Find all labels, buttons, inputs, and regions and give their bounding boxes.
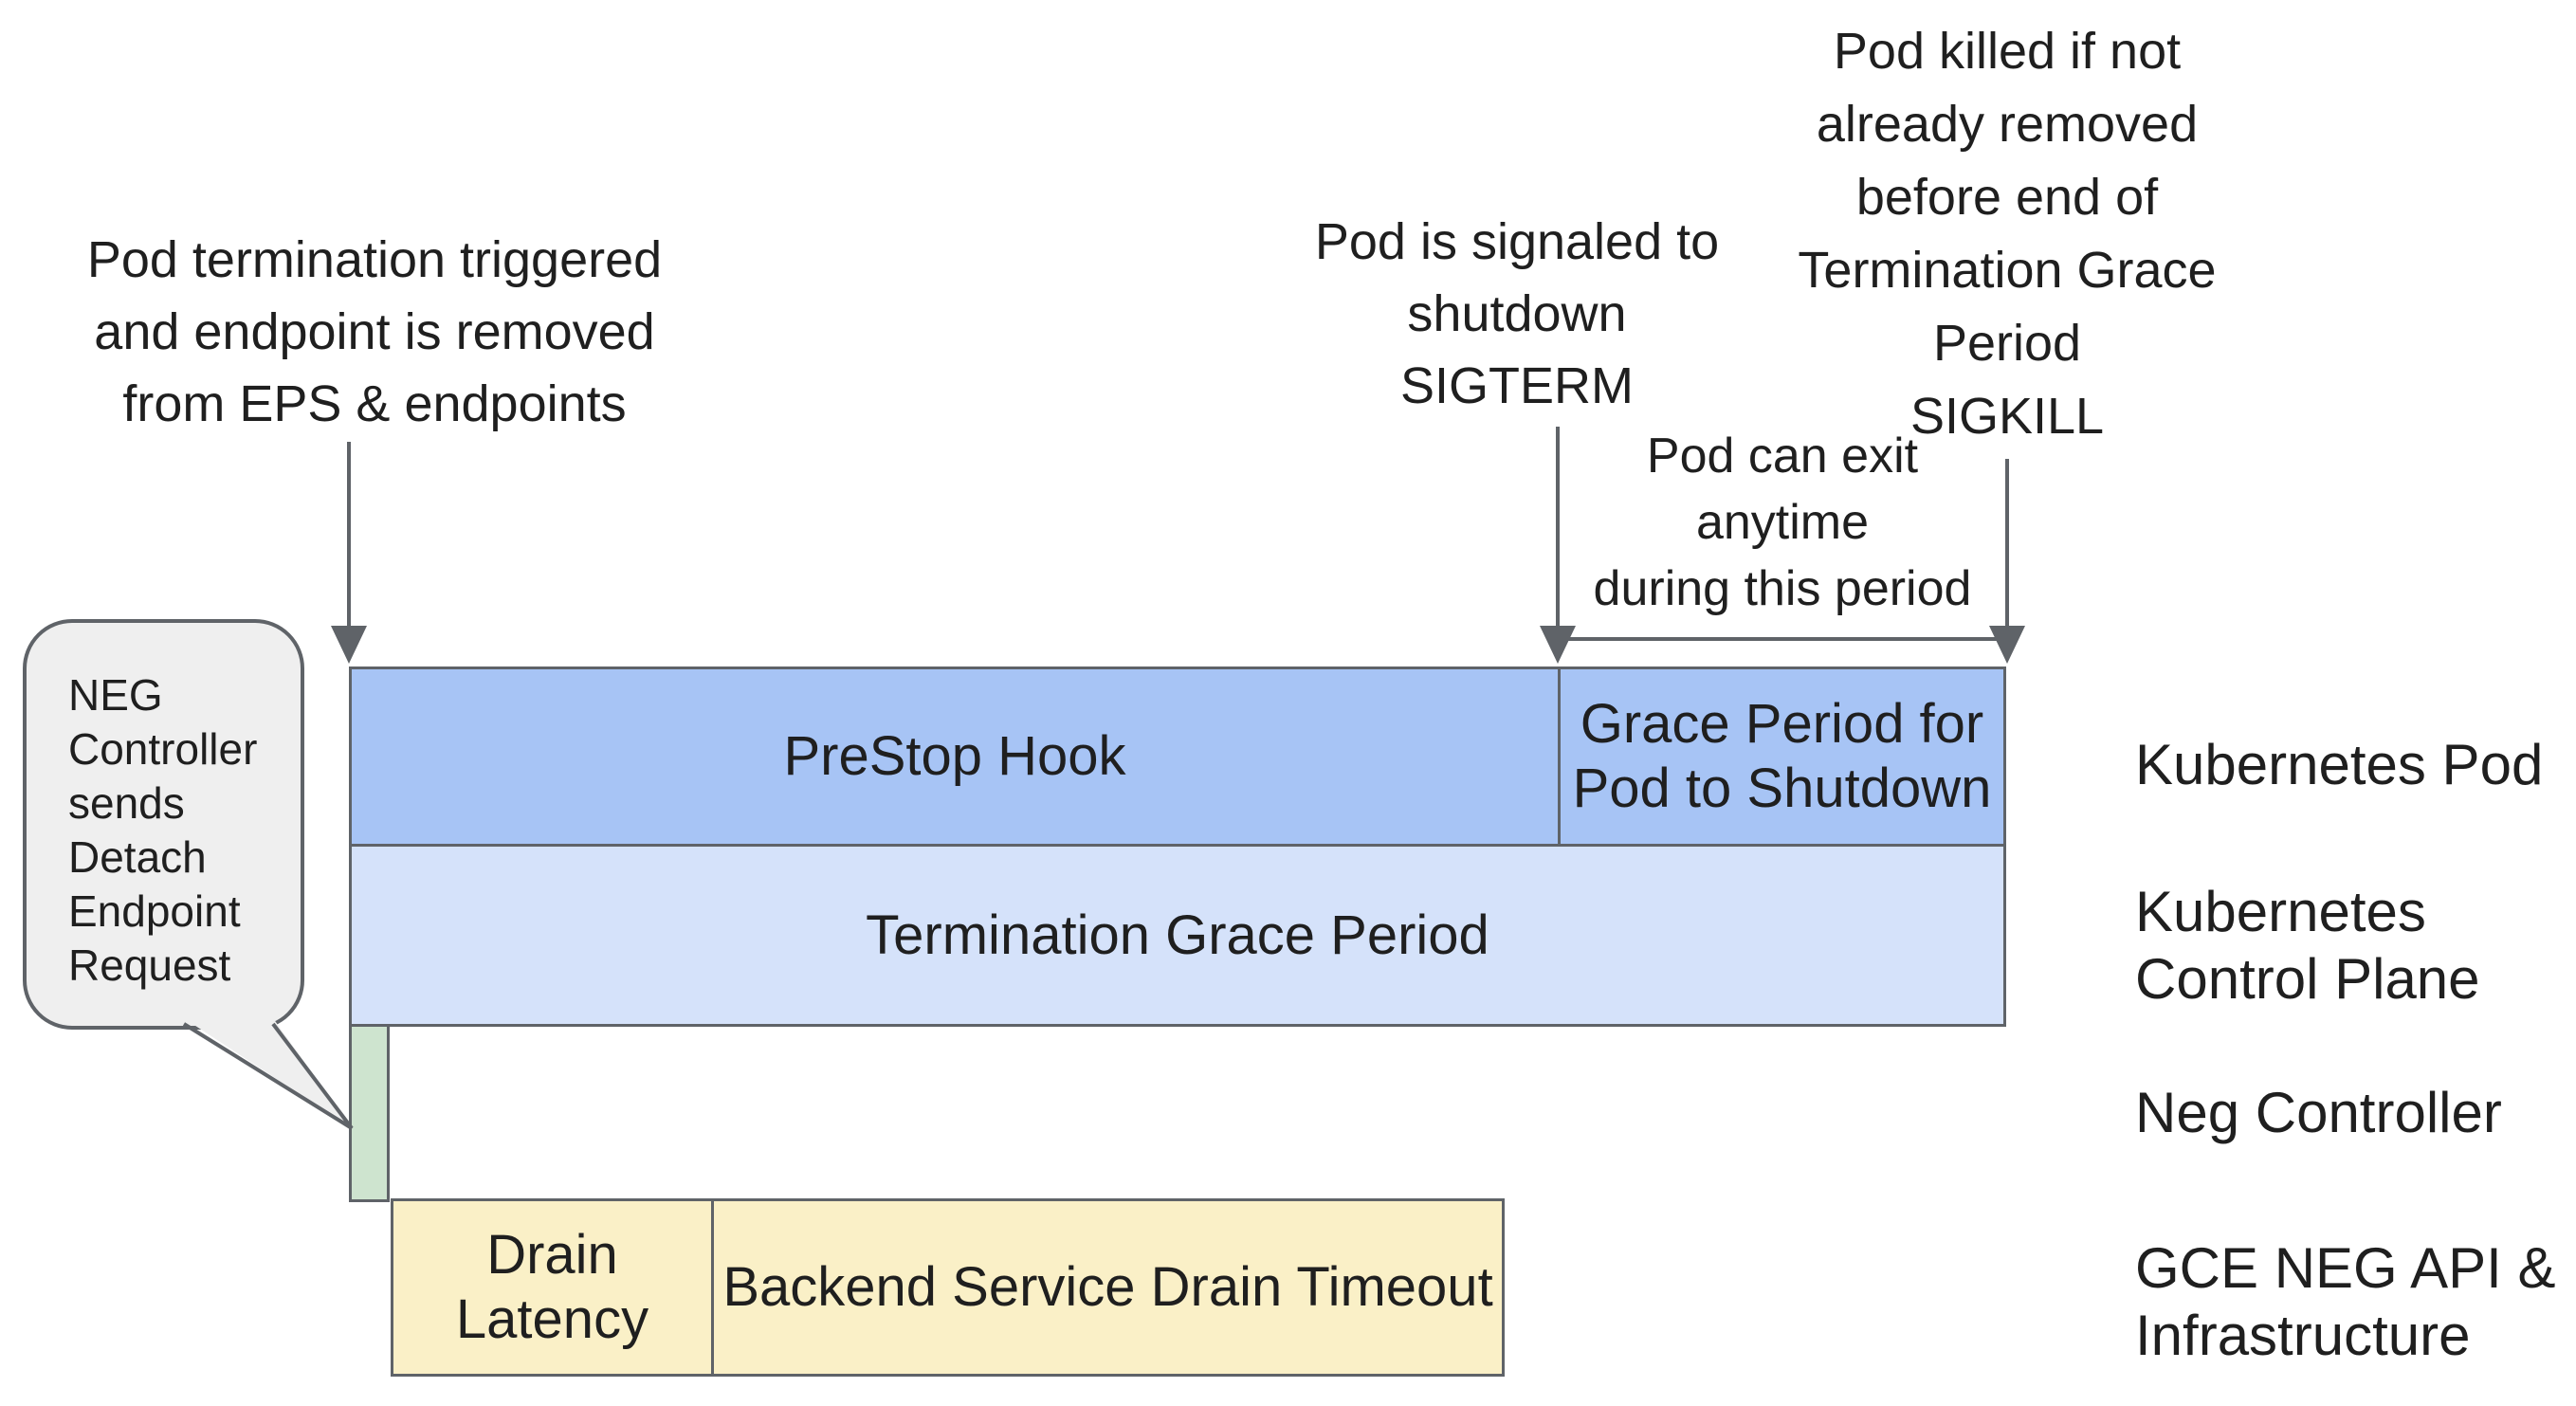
annotation-line: and endpoint is removed <box>94 303 655 360</box>
backend-service-drain-bar: Backend Service Drain Timeout <box>711 1201 1502 1374</box>
annotation-line: Pod is signaled to <box>1314 213 1720 270</box>
backend-service-drain-label: Backend Service Drain Timeout <box>722 1256 1493 1318</box>
termination-grace-period-bar: Termination Grace Period <box>349 844 2006 1027</box>
annotation-line: Pod can exit anytime <box>1646 429 1919 550</box>
lane-label-control-plane: Kubernetes Control Plane <box>2135 878 2480 1013</box>
arrow-sigterm <box>1556 427 1560 628</box>
lane-label-kubernetes-pod: Kubernetes Pod <box>2135 733 2544 796</box>
annotation-line: before end of <box>1855 169 2159 226</box>
drain-latency-label-line: Drain <box>486 1224 618 1286</box>
annotation-line: Period <box>1932 315 2082 372</box>
grace-period-label-line: Pod to Shutdown <box>1572 758 1992 819</box>
annotation-pod-can-exit: Pod can exit anytime during this period <box>1564 423 2001 622</box>
lane-label-line: Kubernetes <box>2135 880 2426 943</box>
annotation-line: during this period <box>1593 561 1972 616</box>
annotation-line: Pod killed if not <box>1833 23 2182 80</box>
lane-label-line: Infrastructure <box>2135 1304 2471 1367</box>
annotation-pod-termination: Pod termination triggered and endpoint i… <box>47 224 702 440</box>
lane-label-gce-neg: GCE NEG API & Infrastructure <box>2135 1234 2555 1369</box>
callout-line: NEG <box>68 670 163 720</box>
neg-controller-bar <box>349 1024 390 1202</box>
lane-label-neg-controller: Neg Controller <box>2135 1081 2502 1144</box>
arrow-down-icon <box>1989 626 2025 664</box>
lane-label-line: Control Plane <box>2135 947 2480 1011</box>
annotation-line: already removed <box>1816 96 2199 153</box>
drain-latency-bar: Drain Latency <box>393 1201 711 1374</box>
prestop-hook-label: PreStop Hook <box>783 725 1126 787</box>
callout-line: Detach <box>68 832 207 882</box>
callout-line: Controller <box>68 724 258 774</box>
callout-line: Request <box>68 940 231 990</box>
arrow-down-icon <box>1540 626 1576 664</box>
callout-tail-fill <box>184 1018 352 1128</box>
grace-period-label-line: Grace Period for <box>1580 693 1984 755</box>
gce-neg-row: Drain Latency Backend Service Drain Time… <box>391 1198 1505 1377</box>
annotation-line: Termination Grace <box>1798 242 2217 299</box>
callout-tail-outline <box>182 1022 354 1130</box>
annotation-line: SIGKILL <box>1909 388 2105 445</box>
arrow-sigkill <box>2005 459 2009 628</box>
annotation-line: SIGTERM <box>1399 357 1634 414</box>
annotation-line: Pod termination triggered <box>86 231 663 288</box>
kubernetes-pod-row: PreStop Hook Grace Period for Pod to Shu… <box>349 666 2006 847</box>
arrow-pod-termination <box>347 442 351 628</box>
annotation-line: from EPS & endpoints <box>122 375 627 432</box>
prestop-hook-bar: PreStop Hook <box>352 669 1558 844</box>
drain-latency-label-line: Latency <box>455 1288 649 1350</box>
callout-line: sends <box>68 778 185 828</box>
lane-label-line: GCE NEG API & <box>2135 1236 2556 1300</box>
annotation-sigkill: Pod killed if not already removed before… <box>1732 15 2282 453</box>
neg-controller-callout: NEG Controller sends Detach Endpoint Req… <box>23 619 304 1030</box>
grace-period-bar: Grace Period for Pod to Shutdown <box>1558 669 2003 844</box>
termination-grace-period-label: Termination Grace Period <box>866 904 1489 966</box>
annotation-sigterm: Pod is signaled to shutdown SIGTERM <box>1251 206 1782 422</box>
annotation-line: shutdown <box>1407 285 1627 342</box>
period-bracket-line <box>1558 637 2003 641</box>
callout-line: Endpoint <box>68 886 241 936</box>
arrow-down-icon <box>331 626 367 664</box>
